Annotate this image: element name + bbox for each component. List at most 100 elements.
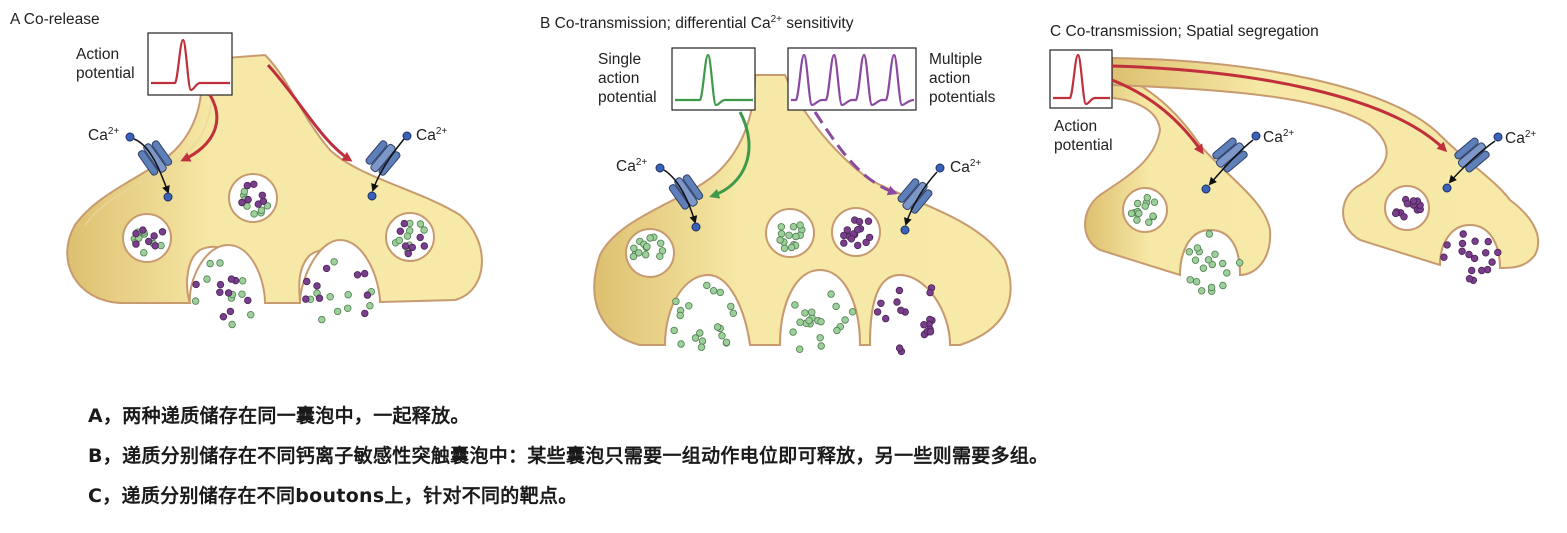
- green-transmitter-dot: [1223, 269, 1231, 277]
- released-transmitter-a-1: [191, 259, 255, 329]
- green-transmitter-dot: [789, 328, 797, 336]
- green-transmitter-dot: [643, 242, 651, 251]
- purple-transmitter-dot: [920, 321, 928, 329]
- purple-transmitter-dot: [192, 280, 200, 289]
- green-transmitter-dot: [796, 345, 804, 353]
- purple-transmitter-dot: [1400, 213, 1408, 221]
- purple-transmitter-dot: [302, 295, 310, 303]
- green-transmitter-dot: [1192, 278, 1201, 286]
- green-transmitter-dot: [1191, 256, 1200, 264]
- green-transmitter-dot: [257, 206, 266, 214]
- ca-label-b-right: Ca2+: [950, 158, 981, 176]
- green-transmitter-dot: [420, 226, 428, 234]
- panel-c: C Co-transmission; Spatial segregation A…: [1049, 23, 1540, 295]
- purple-transmitter-dot: [895, 344, 904, 352]
- purple-transmitter-dot: [1458, 247, 1466, 255]
- green-transmitter-dot: [642, 250, 650, 259]
- vesicle-c-1: [1122, 187, 1168, 233]
- multiple-ap-label-1: Multiple: [929, 51, 982, 68]
- green-transmitter-dot: [1197, 287, 1206, 295]
- caption-c: C，递质分别储存在不同boutons上，针对不同的靶点。: [88, 485, 578, 507]
- green-transmitter-dot: [1133, 199, 1142, 208]
- green-transmitter-dot: [1235, 259, 1244, 267]
- purple-transmitter-dot: [132, 240, 140, 248]
- purple-transmitter-dot: [1471, 237, 1479, 245]
- green-transmitter-dot: [776, 236, 784, 244]
- ap-label-a-2: potential: [76, 65, 135, 82]
- green-transmitter-dot: [789, 222, 798, 231]
- purple-transmitter-dot: [401, 242, 410, 250]
- green-transmitter-dot: [1208, 260, 1216, 269]
- green-transmitter-dot: [1219, 281, 1227, 290]
- panel-b-title: B Co-transmission; differential Ca2+ sen…: [540, 14, 854, 32]
- green-transmitter-dot: [1204, 256, 1213, 264]
- purple-transmitter-dot: [238, 198, 246, 207]
- green-transmitter-dot: [635, 249, 643, 257]
- purple-transmitter-dot: [1477, 266, 1486, 275]
- purple-transmitter-dot: [250, 180, 258, 188]
- green-transmitter-dot: [326, 293, 334, 301]
- ap-label-c-2: potential: [1054, 137, 1113, 154]
- green-transmitter-dot: [416, 220, 425, 228]
- purple-transmitter-dot: [144, 237, 153, 246]
- green-transmitter-dot: [318, 315, 326, 324]
- green-transmitter-dot: [238, 290, 246, 298]
- purple-transmitter-dot: [855, 217, 864, 226]
- green-transmitter-dot: [670, 326, 678, 335]
- green-transmitter-dot: [1127, 209, 1136, 218]
- green-transmitter-dot: [1218, 259, 1227, 268]
- purple-transmitter-dot: [244, 296, 252, 305]
- purple-transmitter-dot: [224, 289, 233, 297]
- purple-transmitter-dot: [400, 219, 408, 228]
- green-transmitter-dot: [780, 244, 789, 252]
- purple-transmitter-dot: [873, 308, 882, 316]
- green-transmitter-dot: [344, 291, 352, 299]
- green-transmitter-dot: [206, 259, 214, 268]
- green-transmitter-dot: [827, 290, 835, 298]
- green-transmitter-dot: [1207, 283, 1216, 292]
- purple-transmitter-dot: [1483, 265, 1492, 274]
- ca-label-a-right: Ca2+: [416, 126, 447, 144]
- green-transmitter-dot: [191, 297, 200, 305]
- purple-transmitter-dot: [1488, 258, 1496, 266]
- released-transmitter-b-3: [873, 284, 936, 356]
- green-transmitter-dot: [630, 244, 638, 252]
- vesicle-a-3: [385, 212, 435, 262]
- action-potential-trace-a: [151, 38, 230, 92]
- green-transmitter-dot: [817, 318, 825, 326]
- calcium-channel-a-left: [137, 140, 173, 176]
- caption-a: A，两种递质储存在同一囊泡中，一起释放。: [88, 405, 470, 427]
- purple-transmitter-dot: [865, 233, 874, 242]
- purple-transmitter-dot: [893, 298, 901, 306]
- green-transmitter-dot: [240, 187, 249, 196]
- green-transmitter-dot: [366, 302, 374, 310]
- multiple-ap-trace: [791, 53, 915, 107]
- purple-transmitter-dot: [219, 313, 228, 321]
- purple-transmitter-dot: [1494, 248, 1502, 257]
- purple-transmitter-dot: [1465, 250, 1473, 259]
- ca-label-c-left: Ca2+: [1263, 128, 1294, 146]
- green-transmitter-dot: [832, 302, 840, 311]
- purple-transmitter-dot: [843, 226, 851, 234]
- green-transmitter-dot: [796, 221, 804, 229]
- released-transmitter-b-2: [789, 290, 857, 353]
- green-transmitter-dot: [691, 334, 700, 342]
- calcium-channel-b-right: [897, 178, 933, 214]
- presynaptic-terminal-a: [66, 53, 483, 304]
- green-transmitter-dot: [791, 301, 799, 309]
- green-transmitter-dot: [246, 311, 255, 319]
- purple-transmitter-dot: [877, 299, 885, 307]
- purple-transmitter-dot: [1403, 199, 1412, 208]
- green-transmitter-dot: [250, 210, 258, 218]
- green-transmitter-dot: [216, 259, 224, 267]
- green-transmitter-dot: [848, 308, 857, 316]
- vesicle-c-2: [1384, 185, 1430, 231]
- purple-transmitter-dot: [420, 242, 428, 250]
- purple-transmitter-dot: [847, 235, 856, 243]
- green-transmitter-dot: [1145, 218, 1153, 226]
- ap-label-a-1: Action: [76, 46, 119, 63]
- green-transmitter-dot: [816, 334, 824, 342]
- green-transmitter-dot: [344, 304, 352, 312]
- green-transmitter-dot: [801, 309, 809, 317]
- green-transmitter-dot: [1205, 230, 1214, 238]
